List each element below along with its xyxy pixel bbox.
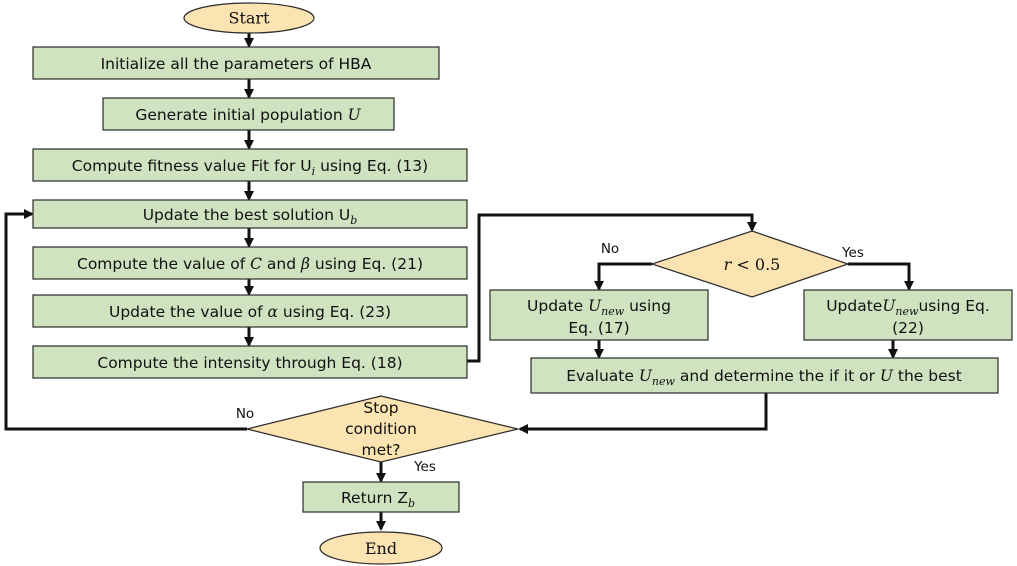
stop-line1: Stop: [363, 399, 398, 417]
init-parameters-label: Initialize all the parameters of HBA: [101, 55, 372, 73]
intensity-label: Compute the intensity through Eq. (18): [97, 354, 402, 372]
compute-c-beta-box: Compute the value of C and β using Eq. (…: [32, 246, 468, 280]
decision-r-label: r < 0.5: [724, 255, 781, 274]
arrow-decision-yes: [848, 262, 914, 291]
update-unew-eq22-box: UpdateUnewusing Eq. (22): [803, 289, 1013, 341]
best-solution-label: Update the best solution Ub: [143, 206, 358, 227]
decision-no-label: No: [601, 241, 619, 257]
init-parameters-box: Initialize all the parameters of HBA: [32, 46, 440, 80]
end-node: End: [319, 531, 443, 565]
compute-c-beta-label: Compute the value of C and β using Eq. (…: [77, 255, 423, 273]
fitness-box: Compute fitness value Fit for Ui using E…: [32, 148, 468, 182]
generate-population-label: Generate initial population U: [135, 106, 361, 124]
fitness-label: Compute fitness value Fit for Ui using E…: [72, 157, 428, 178]
arrow-decision-no: [594, 262, 652, 291]
stop-line2: condition: [345, 420, 417, 438]
stop-condition-diamond: Stop condition met?: [246, 395, 519, 463]
evaluate-label: Evaluate Unew and determine the if it or…: [566, 367, 962, 388]
decision-yes-label: Yes: [841, 245, 864, 261]
intensity-box: Compute the intensity through Eq. (18): [32, 345, 468, 379]
update-unew-eq22-line1: UpdateUnewusing Eq.: [826, 297, 990, 318]
decision-r-diamond: r < 0.5: [650, 230, 850, 298]
update-alpha-box: Update the value of α using Eq. (23): [32, 294, 468, 328]
end-label: End: [365, 539, 397, 558]
arrow-stop-no-loop: [4, 209, 247, 431]
best-solution-box: Update the best solution Ub: [32, 199, 468, 229]
evaluate-box: Evaluate Unew and determine the if it or…: [530, 357, 999, 394]
start-node: Start: [183, 2, 315, 34]
update-unew-eq17-box: Update Unew using Eq. (17): [489, 289, 709, 341]
connectors: [4, 33, 914, 531]
stop-no-label: No: [236, 406, 254, 422]
stop-line3: met?: [362, 441, 401, 459]
return-box: Return Zb: [302, 481, 460, 513]
return-label: Return Zb: [341, 489, 415, 510]
stop-yes-label: Yes: [413, 459, 436, 475]
arrow-intensity-decision: [467, 213, 757, 363]
generate-population-box: Generate initial population U: [102, 97, 395, 131]
start-label: Start: [228, 9, 270, 28]
update-unew-eq17-line1: Update Unew using: [527, 297, 671, 318]
arrow-evaluate-stop: [518, 393, 768, 434]
update-unew-eq22-line2: (22): [892, 319, 924, 337]
update-unew-eq17-line2: Eq. (17): [568, 319, 629, 337]
update-alpha-label: Update the value of α using Eq. (23): [109, 303, 391, 321]
